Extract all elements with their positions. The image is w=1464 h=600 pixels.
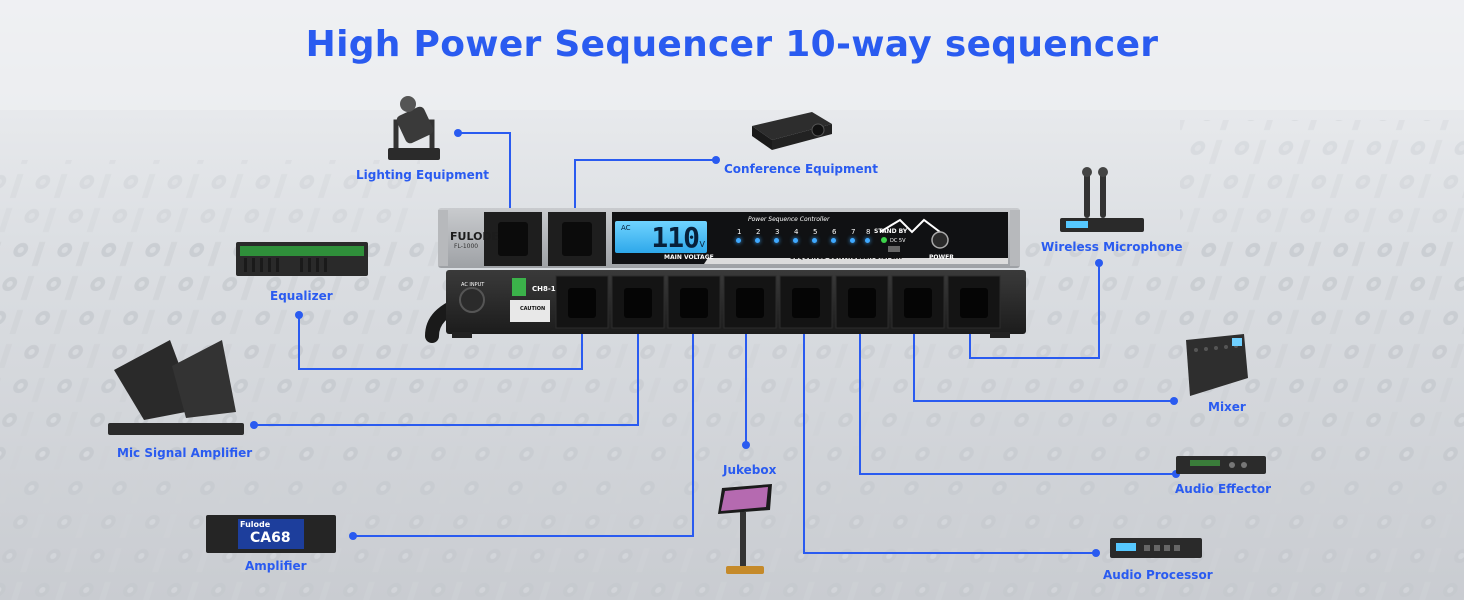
ac-input-label: AC INPUT — [461, 282, 485, 288]
sequencer-model: FL-1000 — [454, 243, 479, 250]
label-jukebox: Jukebox — [723, 463, 777, 477]
lcd-ac-label: AC — [621, 224, 631, 232]
channel-number: 7 — [851, 228, 856, 236]
page-title: High Power Sequencer 10-way sequencer — [305, 24, 1159, 65]
label-amplifier: Amplifier — [245, 559, 307, 573]
amplifier-model: CA68 — [250, 530, 291, 546]
label-audio-processor: Audio Processor — [1103, 568, 1213, 582]
channel-number: 6 — [832, 228, 837, 236]
channel-number: 3 — [775, 228, 780, 236]
channel-led — [755, 238, 760, 243]
standby-label: STAND BY — [874, 228, 908, 235]
caution-label: CAUTION — [520, 306, 546, 312]
channel-number: 5 — [813, 228, 818, 236]
channel-led — [793, 238, 798, 243]
label-conference-equipment: Conference Equipment — [724, 162, 878, 176]
dc-label: DC 5V — [890, 238, 906, 244]
channel-led — [865, 238, 870, 243]
sequencer-brand: FULODE — [450, 230, 500, 243]
label-audio-effector: Audio Effector — [1175, 482, 1272, 496]
power-label: POWER — [929, 254, 954, 261]
label-mic-signal-amplifier: Mic Signal Amplifier — [117, 446, 253, 460]
controller-title: Power Sequence Controller — [748, 216, 830, 223]
channel-led — [812, 238, 817, 243]
voltage-lcd-display: AC 110 V — [615, 221, 707, 254]
channel-number: 2 — [756, 228, 761, 236]
label-lighting-equipment: Lighting Equipment — [356, 168, 490, 182]
lcd-voltage-value: 110 — [651, 221, 700, 254]
channel-led — [774, 238, 779, 243]
label-equalizer: Equalizer — [270, 289, 333, 303]
lcd-v-label: V — [699, 240, 705, 249]
rear-model-label: CH8-1 — [532, 285, 556, 293]
amplifier-brand: Fulode — [240, 520, 271, 529]
label-mixer: Mixer — [1208, 400, 1246, 414]
channel-number: 1 — [737, 228, 742, 236]
label-wireless-microphone: Wireless Microphone — [1041, 240, 1183, 254]
main-voltage-label: MAIN VOLTAGE — [664, 254, 714, 261]
channel-led — [850, 238, 855, 243]
channel-number: 8 — [866, 228, 871, 236]
channel-number: 4 — [794, 228, 799, 236]
channel-led — [736, 238, 741, 243]
sequence-display-label: SEQUENCE CONTROLLER DISPLAY — [790, 254, 904, 261]
channel-led — [831, 238, 836, 243]
